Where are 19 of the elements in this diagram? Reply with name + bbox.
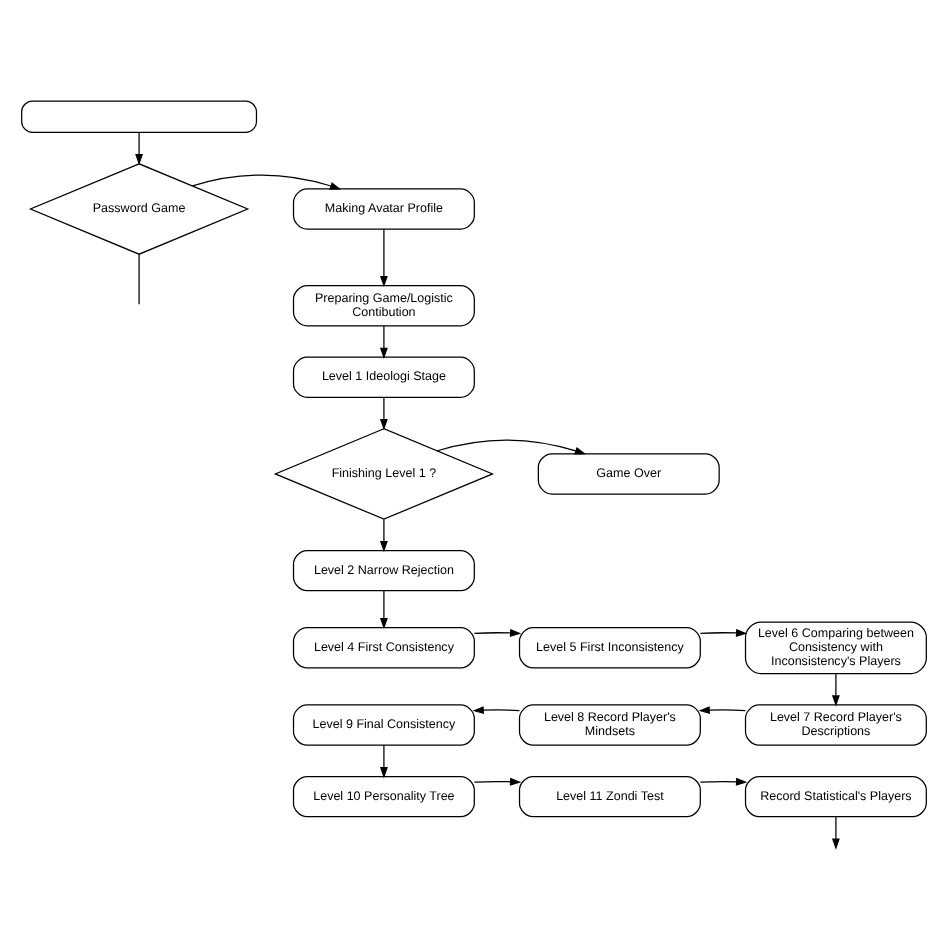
arrow xyxy=(379,589,388,629)
arrow xyxy=(379,517,388,552)
arrow xyxy=(473,628,522,636)
arrow xyxy=(379,227,388,287)
arrow xyxy=(135,131,144,165)
arrow xyxy=(831,815,840,849)
arrow xyxy=(698,705,747,714)
arrow xyxy=(699,776,748,785)
arrow xyxy=(379,324,388,359)
arrow xyxy=(379,743,388,778)
node-box xyxy=(21,99,258,133)
arrow xyxy=(192,173,342,189)
arrow xyxy=(831,672,840,706)
connector xyxy=(138,252,140,304)
arrow xyxy=(699,628,748,636)
arrow xyxy=(436,438,587,454)
arrow xyxy=(379,395,388,430)
arrow xyxy=(472,705,521,714)
arrow xyxy=(473,776,522,785)
